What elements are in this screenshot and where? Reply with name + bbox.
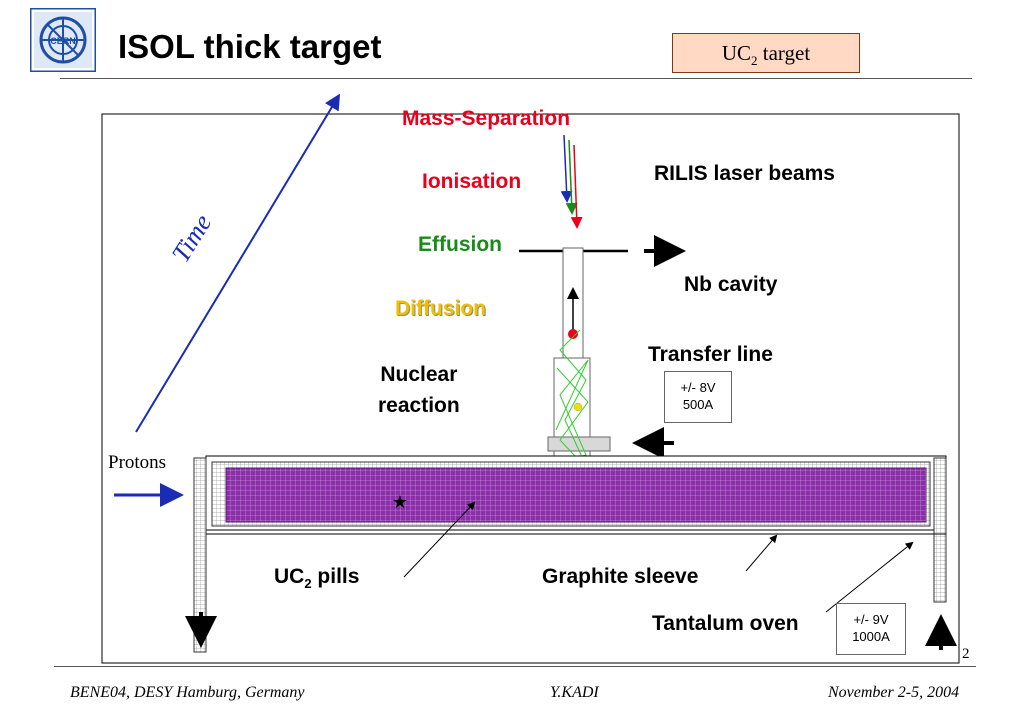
graphite-callout bbox=[745, 534, 778, 572]
cern-logo: CERN bbox=[28, 6, 98, 74]
nb-cavity-label: Nb cavity bbox=[684, 273, 778, 296]
footer-right: November 2-5, 2004 bbox=[828, 684, 960, 701]
tag-main: UC bbox=[721, 41, 751, 65]
uc2-target-tag: UC2 target bbox=[672, 33, 860, 73]
footer-center: Y.KADI bbox=[550, 684, 599, 701]
nuclear-line2: reaction bbox=[378, 394, 460, 417]
nuclear-reaction-label: Nuclear reaction bbox=[378, 359, 460, 421]
nuclear-line1: Nuclear bbox=[380, 363, 458, 386]
protons-label: Protons bbox=[108, 452, 167, 473]
time-arrow bbox=[135, 93, 341, 433]
uc2-callout bbox=[403, 501, 476, 578]
oven-leg-left bbox=[193, 457, 207, 653]
page-title: ISOL thick target bbox=[118, 28, 382, 65]
oven-leg-right bbox=[933, 457, 947, 603]
atom-dot-yellow bbox=[573, 402, 583, 412]
laser-beam-blue bbox=[560, 134, 573, 203]
diagram-frame bbox=[101, 113, 960, 664]
transfer-current: 500A bbox=[682, 397, 714, 412]
tantalum-callout bbox=[825, 541, 914, 613]
transfer-line-label: Transfer line bbox=[648, 343, 773, 366]
uc2-main: UC bbox=[274, 565, 305, 588]
graphite-sleeve-label: Graphite sleeve bbox=[542, 565, 699, 588]
oven-current: 1000A bbox=[852, 629, 890, 644]
oven-power-box: +/- 9V 1000A bbox=[836, 603, 906, 655]
rilis-label: RILIS laser beams bbox=[654, 162, 835, 185]
page-number: 2 bbox=[962, 646, 970, 662]
tag-rest: target bbox=[757, 41, 811, 65]
uc2-rest: pills bbox=[311, 565, 360, 588]
uc2-pills bbox=[225, 467, 927, 523]
mass-separation-label: Mass-Separation bbox=[402, 107, 571, 130]
oven-voltage: +/- 9V bbox=[853, 612, 889, 627]
tantalum-oven-label: Tantalum oven bbox=[652, 612, 799, 635]
effusion-path bbox=[556, 329, 589, 471]
uc2-pills-label: UC2 pills bbox=[274, 565, 359, 591]
top-divider bbox=[60, 78, 972, 79]
diffusion-label: Diffusion bbox=[395, 297, 486, 320]
laser-beam-red bbox=[570, 144, 583, 229]
footer-left: BENE04, DESY Hamburg, Germany bbox=[70, 684, 305, 701]
ion-dot-red bbox=[568, 329, 578, 339]
bottom-divider bbox=[54, 666, 976, 667]
reaction-star-icon: ★ bbox=[392, 492, 408, 513]
laser-beam-green bbox=[565, 139, 578, 215]
uc2-sub: 2 bbox=[304, 576, 312, 592]
tag-sub: 2 bbox=[751, 53, 758, 69]
cern-logo-text: CERN bbox=[50, 36, 76, 46]
transfer-voltage: +/- 8V bbox=[680, 380, 716, 395]
effusion-label: Effusion bbox=[418, 233, 502, 256]
transfer-line-power-box: +/- 8V 500A bbox=[664, 371, 732, 423]
ionisation-label: Ionisation bbox=[422, 170, 522, 193]
